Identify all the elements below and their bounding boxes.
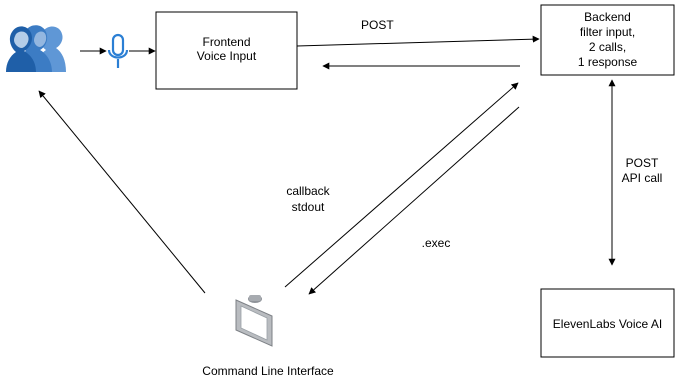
backend-label-line2: filter input, — [580, 25, 635, 39]
backend-label-line3: 2 calls, — [589, 40, 626, 54]
callback-label-line1: callback — [286, 184, 330, 198]
backend-node: Backend filter input, 2 calls, 1 respons… — [540, 4, 675, 76]
frontend-node: Frontend Voice Input — [155, 11, 298, 90]
api-call-label-line1: POST — [626, 156, 659, 170]
elevenlabs-node: ElevenLabs Voice AI — [540, 288, 675, 358]
elevenlabs-label: ElevenLabs Voice AI — [553, 317, 662, 331]
microphone-icon — [107, 33, 129, 68]
frontend-label-line2: Voice Input — [197, 49, 257, 63]
frontend-label-line1: Frontend — [202, 35, 250, 49]
terminal-icon — [235, 295, 273, 347]
edge-frontend-to-backend — [296, 35, 540, 47]
exec-label: .exec — [422, 236, 451, 250]
callback-label-line2: stdout — [292, 200, 325, 214]
backend-label-line4: 1 response — [578, 55, 638, 69]
api-call-label-line2: API call — [622, 171, 663, 185]
edge-backend-to-cli — [308, 106, 520, 295]
edge-cli-to-users — [38, 90, 206, 294]
post-label: POST — [361, 18, 394, 32]
users-icon — [6, 25, 66, 72]
edge-cli-to-backend — [284, 82, 519, 288]
cli-label: Command Line Interface — [202, 364, 334, 378]
backend-label-line1: Backend — [584, 10, 631, 24]
